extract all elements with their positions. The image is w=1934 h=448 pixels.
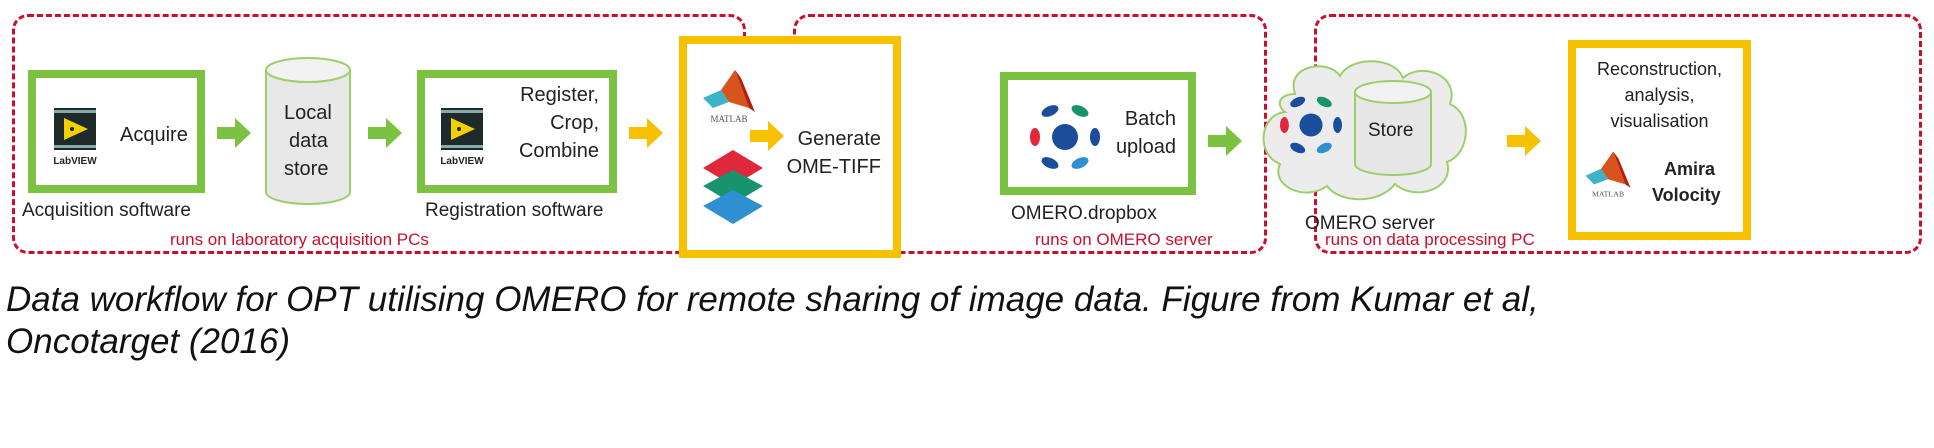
arrow-yellow-icon <box>1507 126 1541 156</box>
labview-icon: LabVIEW <box>53 108 97 167</box>
region-label-omero: runs on OMERO server <box>1035 230 1213 249</box>
labview-icon: LabVIEW <box>440 108 484 167</box>
acquire-label: Acquire <box>120 124 188 146</box>
registration-software-caption: Registration software <box>425 200 604 221</box>
batch-upload-box: Batch upload <box>1000 72 1196 195</box>
generate-line-2: OME-TIFF <box>786 156 881 178</box>
arrow-yellow-icon <box>629 118 663 148</box>
reconstruction-line-3: visualisation <box>1610 111 1709 131</box>
batch-upload-line-1: Batch <box>1124 108 1176 130</box>
figure-caption: Data workflow for OPT utilising OMERO fo… <box>6 280 1539 361</box>
tool-volocity: Volocity <box>1652 185 1721 205</box>
omero-logo-icon <box>1280 96 1342 154</box>
acquire-box: LabVIEW Acquire <box>28 70 205 193</box>
generate-ome-tiff-box: MATLAB Generate OME-TIFF <box>679 36 901 258</box>
arrow-green-icon <box>217 118 251 148</box>
arrow-green-icon <box>1208 126 1242 156</box>
arrow-green-icon <box>368 118 402 148</box>
local-store-line-3: store <box>284 158 329 180</box>
matlab-icon: MATLAB <box>1585 151 1631 199</box>
omero-dropbox-caption: OMERO.dropbox <box>1011 203 1157 224</box>
omero-logo-icon <box>1030 105 1100 169</box>
register-line-2: Crop, <box>550 112 599 134</box>
reconstruction-box: Reconstruction, analysis, visualisation … <box>1568 40 1751 240</box>
register-box: LabVIEW Register, Crop, Combine <box>417 70 617 193</box>
matlab-icon: MATLAB <box>703 70 755 124</box>
reconstruction-line-1: Reconstruction, <box>1596 59 1723 79</box>
svg-text:MATLAB: MATLAB <box>710 114 747 124</box>
store-cylinder <box>1354 80 1432 176</box>
local-data-store-cylinder <box>265 57 351 205</box>
region-label-lab: runs on laboratory acquisition PCs <box>170 230 429 249</box>
local-store-line-1: Local <box>284 102 332 124</box>
ome-layers-icon <box>703 150 763 224</box>
generate-line-1: Generate <box>797 128 881 150</box>
arrow-yellow-icon <box>750 121 784 151</box>
batch-upload-line-2: upload <box>1115 136 1176 158</box>
omero-server-caption: OMERO server <box>1305 213 1435 234</box>
local-store-line-2: data <box>289 130 328 152</box>
region-label-processing: runs on data processing PC <box>1325 230 1535 249</box>
register-line-3: Combine <box>518 140 599 162</box>
svg-text:MATLAB: MATLAB <box>1592 190 1624 199</box>
acquisition-software-caption: Acquisition software <box>22 200 191 221</box>
reconstruction-line-2: analysis, <box>1624 85 1695 105</box>
svg-text:LabVIEW: LabVIEW <box>440 156 484 167</box>
tool-amira: Amira <box>1664 159 1716 179</box>
svg-text:LabVIEW: LabVIEW <box>53 156 97 167</box>
register-line-1: Register, <box>520 84 599 106</box>
store-label: Store <box>1368 120 1414 141</box>
